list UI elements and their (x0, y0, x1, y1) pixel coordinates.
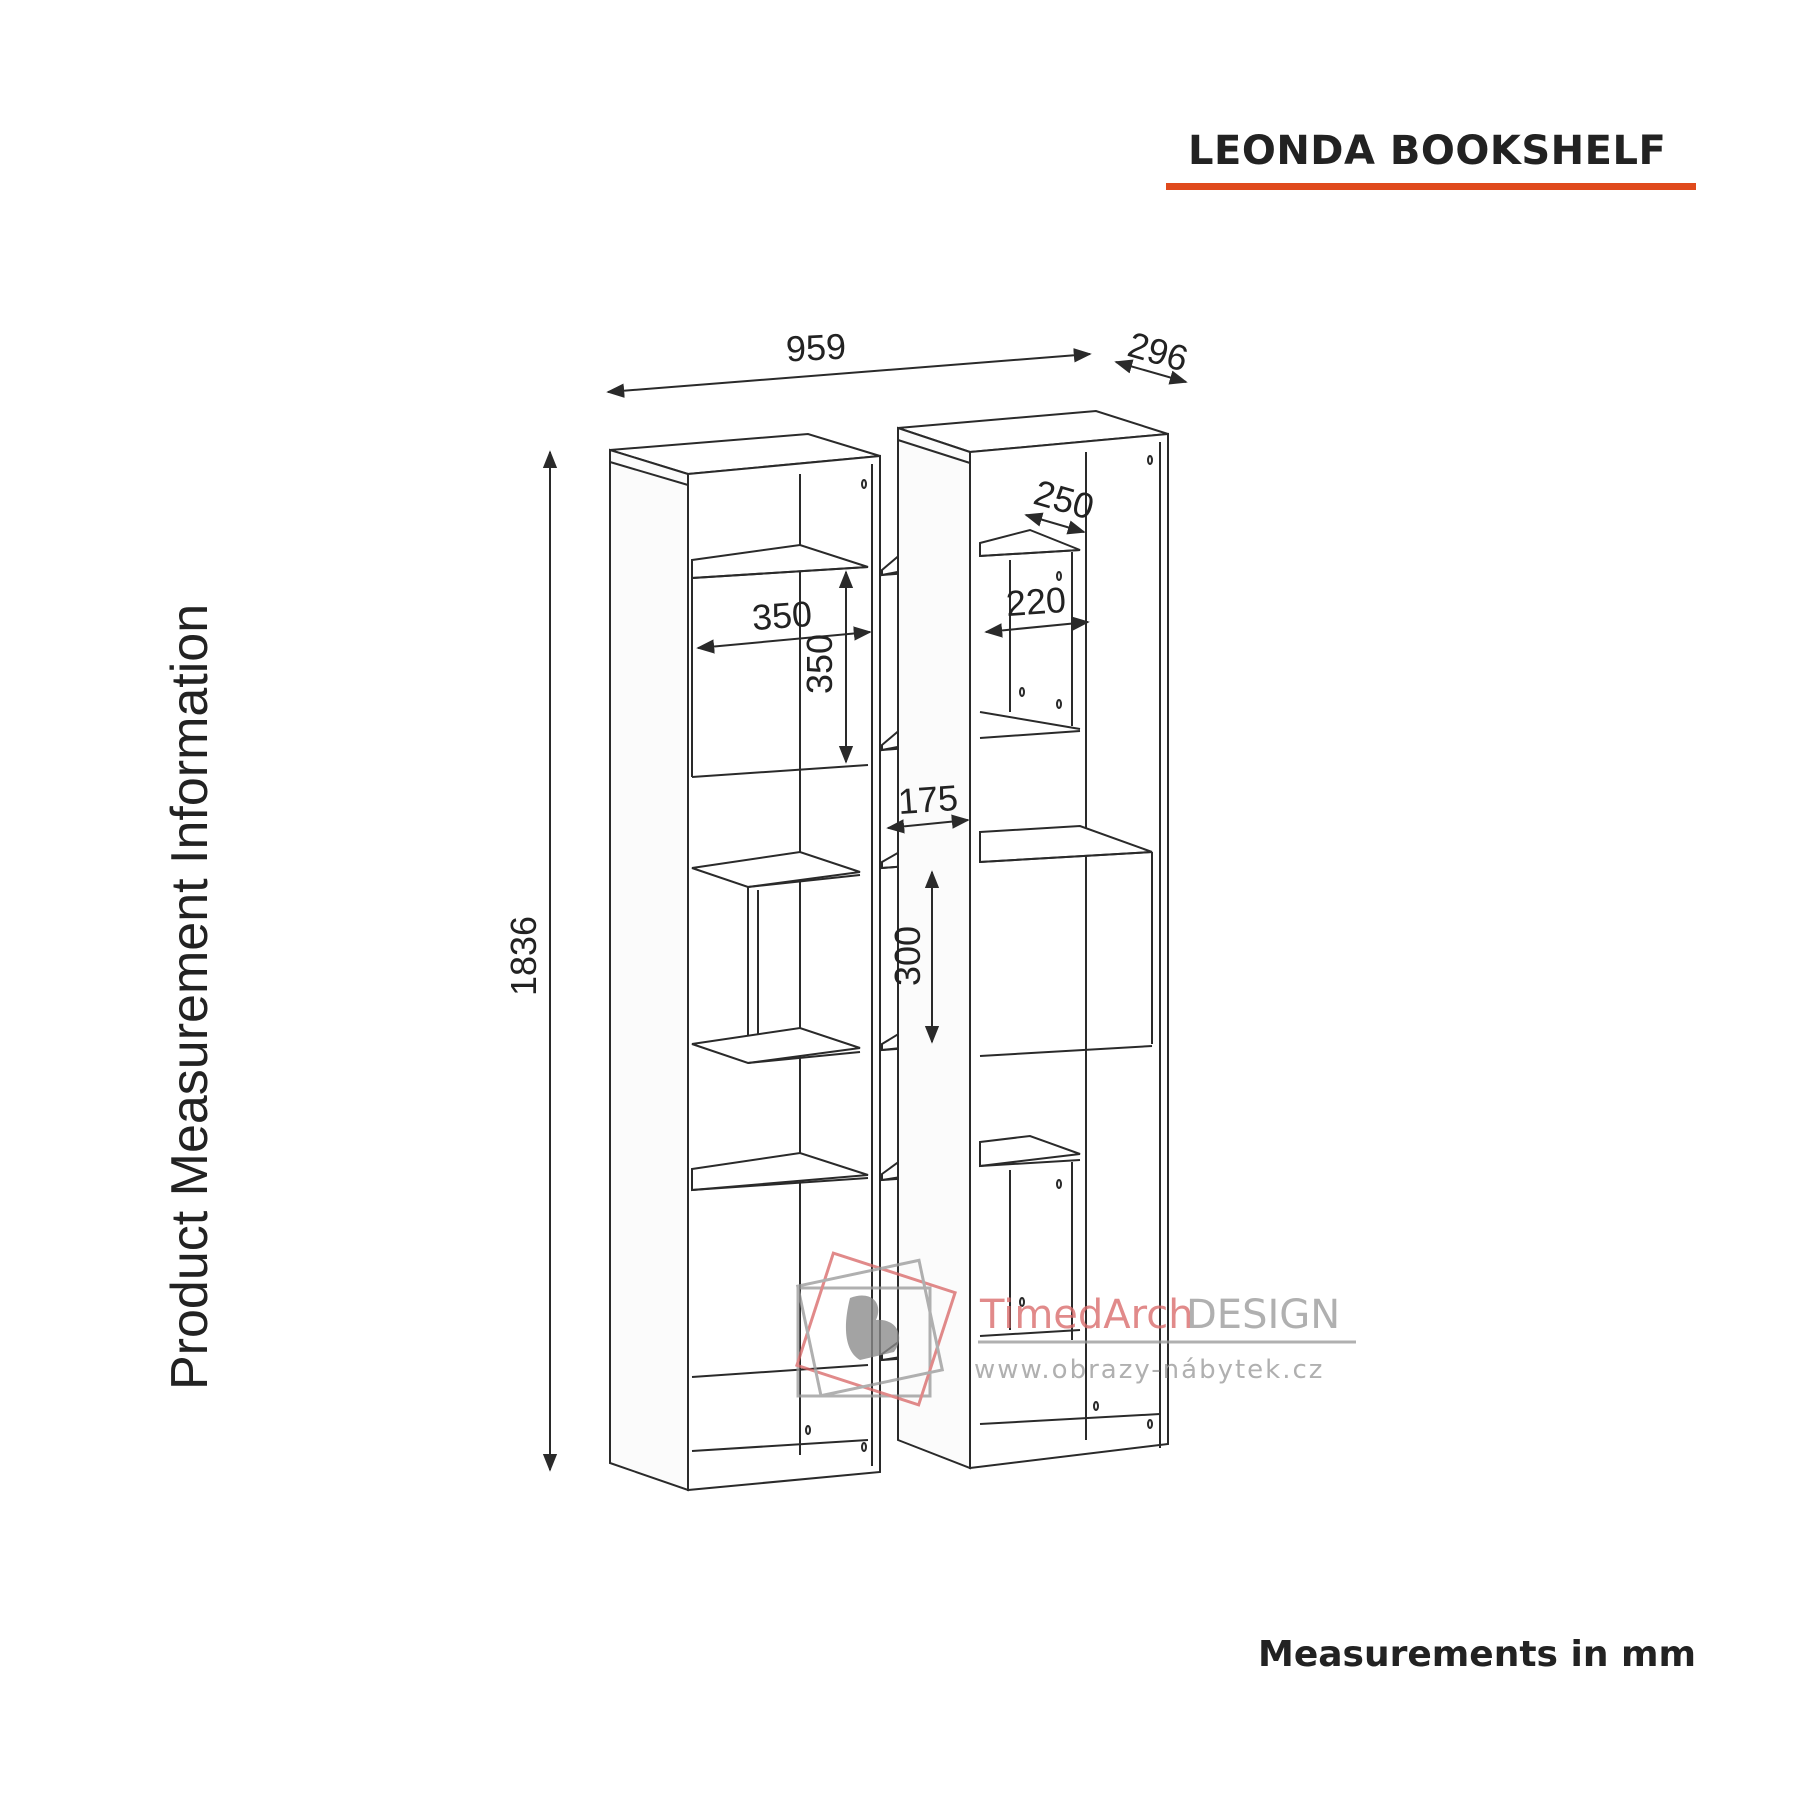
page-title: LEONDA BOOKSHELF (1188, 128, 1667, 174)
dim-depth: 296 (1124, 324, 1193, 380)
dim-box-width: 220 (1005, 579, 1068, 624)
watermark-brand-part1: TimedArch (979, 1292, 1194, 1338)
dimension-lines (542, 348, 1188, 1472)
watermark: TimedArch DESIGN www.obrazy-nábytek.cz (795, 1251, 1356, 1407)
left-tower (609, 432, 881, 1492)
watermark-brand-part2: DESIGN (1186, 1292, 1340, 1338)
dim-middle-shelf-width: 175 (897, 777, 960, 822)
dim-total-height: 1836 (503, 916, 544, 996)
dim-cube-width: 350 (751, 593, 814, 638)
watermark-url: www.obrazy-nábytek.cz (974, 1355, 1324, 1385)
title-underline (1166, 183, 1696, 190)
dim-cube-height: 350 (799, 634, 840, 694)
armchair-logo-icon (795, 1251, 957, 1407)
dim-total-width: 959 (785, 325, 847, 369)
dim-middle-gap-height: 300 (887, 926, 928, 986)
units-note: Measurements in mm (1258, 1634, 1697, 1675)
